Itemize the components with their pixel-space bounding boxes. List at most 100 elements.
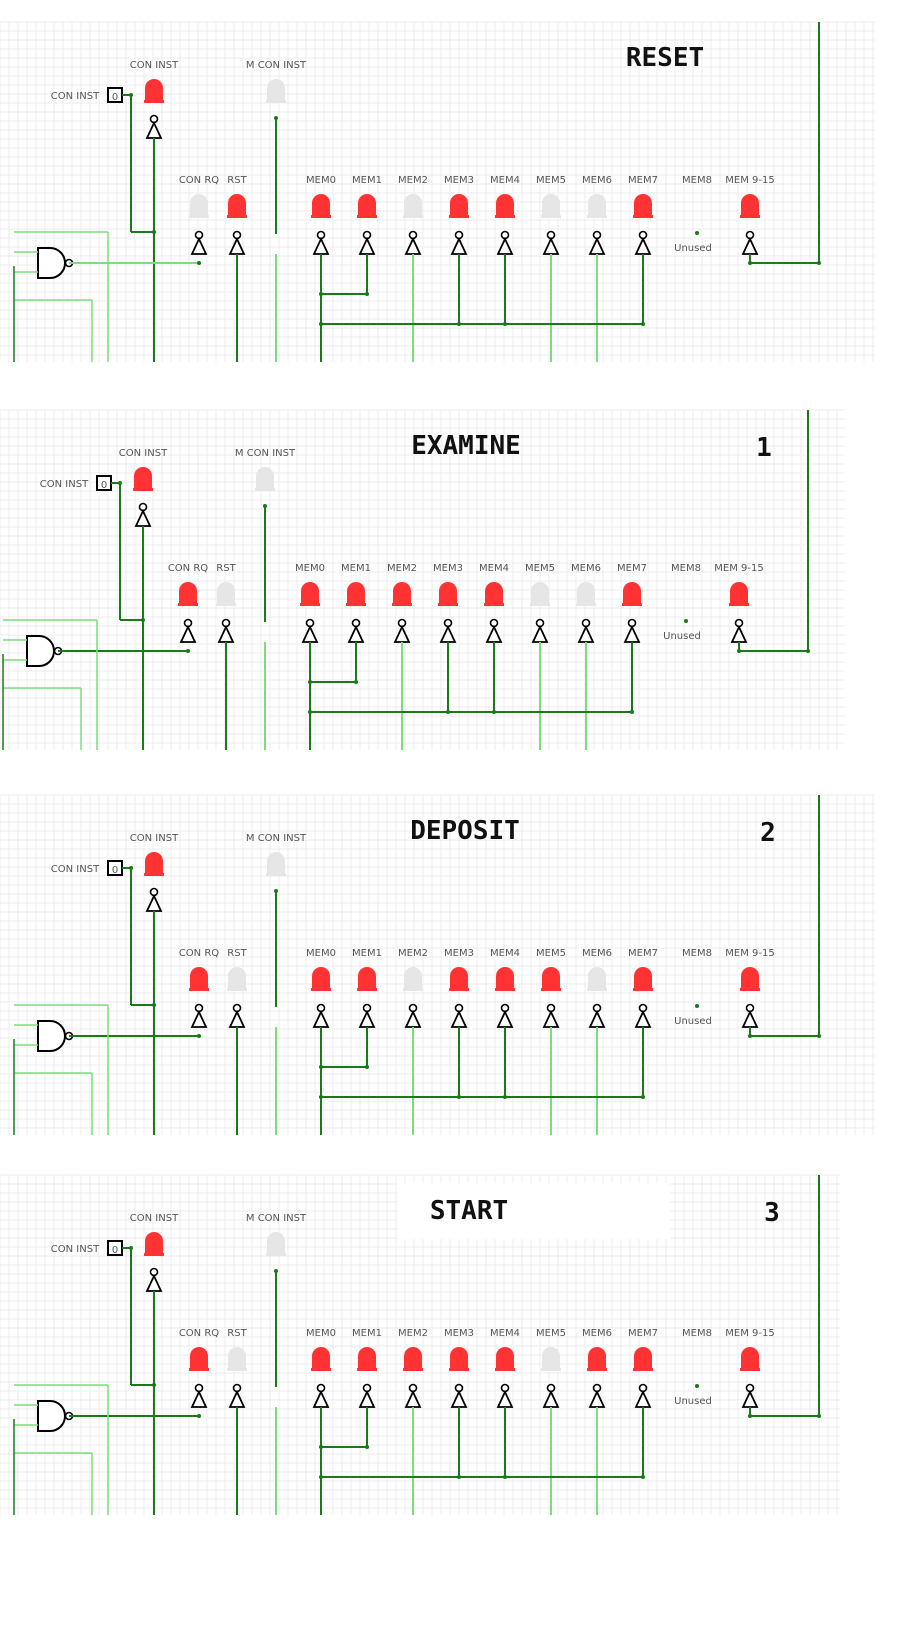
wire-junction	[197, 1034, 201, 1038]
con-inst-switch-label: CON INST	[51, 91, 100, 102]
led-on-icon	[587, 1347, 607, 1371]
led-on-icon	[227, 194, 247, 218]
wire-junction	[695, 1004, 699, 1008]
inverter-gate-icon	[531, 618, 549, 643]
con-inst-switch-label: CON INST	[40, 479, 89, 490]
led-on-icon	[438, 582, 458, 606]
led-on-icon	[740, 194, 760, 218]
inverter-gate-icon	[145, 1267, 163, 1292]
mem1-label: MEM1	[352, 1328, 382, 1339]
led-on-icon	[357, 194, 377, 218]
led-on-icon	[144, 852, 164, 876]
con-inst-switch[interactable]: 0	[107, 860, 123, 876]
wire-junction	[354, 680, 358, 684]
inverter-gate-icon	[228, 1383, 246, 1408]
inverter-gate-icon	[588, 1003, 606, 1028]
mem8-label: MEM8	[682, 175, 712, 186]
wire-junction	[319, 1475, 323, 1479]
inverter-gate-icon	[450, 1383, 468, 1408]
led-on-icon	[189, 1347, 209, 1371]
wire-junction	[695, 1384, 699, 1388]
inverter-gate-icon	[634, 1003, 652, 1028]
mem8-label: MEM8	[682, 948, 712, 959]
inverter-gate-icon	[190, 1383, 208, 1408]
inverter-gate-icon	[358, 1383, 376, 1408]
inverter-gate-icon	[623, 618, 641, 643]
grid-background	[0, 794, 875, 1135]
wire-junction	[319, 322, 323, 326]
inverter-gate-icon	[450, 1003, 468, 1028]
con-inst-led-label: CON INST	[119, 448, 168, 459]
grid-background	[0, 409, 845, 750]
mem9-15-label: MEM 9-15	[714, 563, 763, 574]
mem4-label: MEM4	[490, 175, 520, 186]
title-box	[398, 1183, 670, 1239]
led-on-icon	[484, 582, 504, 606]
led-on-icon	[633, 967, 653, 991]
led-on-icon	[178, 582, 198, 606]
mem6-label: MEM6	[582, 1328, 612, 1339]
wire-junction	[817, 1414, 821, 1418]
wire-junction	[641, 1095, 645, 1099]
inverter-gate-icon	[577, 618, 595, 643]
inverter-gate-icon	[312, 1003, 330, 1028]
inverter-gate-icon	[179, 618, 197, 643]
wire-junction	[365, 292, 369, 296]
mem6-label: MEM6	[571, 563, 601, 574]
inverter-gate-icon	[741, 1383, 759, 1408]
inverter-gate-icon	[404, 1383, 422, 1408]
mem9-15-label: MEM 9-15	[725, 1328, 774, 1339]
led-on-icon	[311, 967, 331, 991]
switch-value: 0	[112, 1245, 118, 1256]
wire-junction	[737, 649, 741, 653]
mem6-label: MEM6	[582, 948, 612, 959]
inverter-gate-icon	[496, 1383, 514, 1408]
mem7-label: MEM7	[617, 563, 647, 574]
mem8-unused-note: Unused	[674, 1016, 712, 1027]
led-off-icon	[266, 1232, 286, 1256]
wire-junction	[748, 1414, 752, 1418]
led-on-icon	[311, 194, 331, 218]
con-inst-switch[interactable]: 0	[107, 1240, 123, 1256]
led-off-icon	[576, 582, 596, 606]
switch-value: 0	[112, 92, 118, 103]
wire-junction	[748, 261, 752, 265]
inverter-gate-icon	[542, 230, 560, 255]
led-on-icon	[740, 1347, 760, 1371]
wire-junction	[817, 261, 821, 265]
led-on-icon	[357, 967, 377, 991]
wire-junction	[152, 230, 156, 234]
led-on-icon	[357, 1347, 377, 1371]
led-on-icon	[633, 194, 653, 218]
m-con-inst-led-label: M CON INST	[246, 833, 307, 844]
led-off-icon	[541, 1347, 561, 1371]
led-on-icon	[449, 967, 469, 991]
con-rq-label: CON RQ	[179, 1328, 219, 1339]
mem1-label: MEM1	[352, 948, 382, 959]
con-inst-switch[interactable]: 0	[96, 475, 112, 491]
con-inst-switch[interactable]: 0	[107, 87, 123, 103]
led-off-icon	[403, 194, 423, 218]
m-con-inst-led-label: M CON INST	[235, 448, 296, 459]
led-on-icon	[633, 1347, 653, 1371]
rst-label: RST	[227, 1328, 247, 1339]
inverter-gate-icon	[741, 230, 759, 255]
con-rq-label: CON RQ	[179, 175, 219, 186]
inverter-gate-icon	[588, 1383, 606, 1408]
wire-junction	[492, 710, 496, 714]
wire-junction	[684, 619, 688, 623]
rst-label: RST	[227, 948, 247, 959]
rst-label: RST	[227, 175, 247, 186]
wire-junction	[308, 710, 312, 714]
wire-junction	[817, 1034, 821, 1038]
led-off-icon	[587, 967, 607, 991]
wire-junction	[186, 649, 190, 653]
inverter-gate-icon	[358, 1003, 376, 1028]
mem3-label: MEM3	[444, 175, 474, 186]
wire-junction	[457, 322, 461, 326]
